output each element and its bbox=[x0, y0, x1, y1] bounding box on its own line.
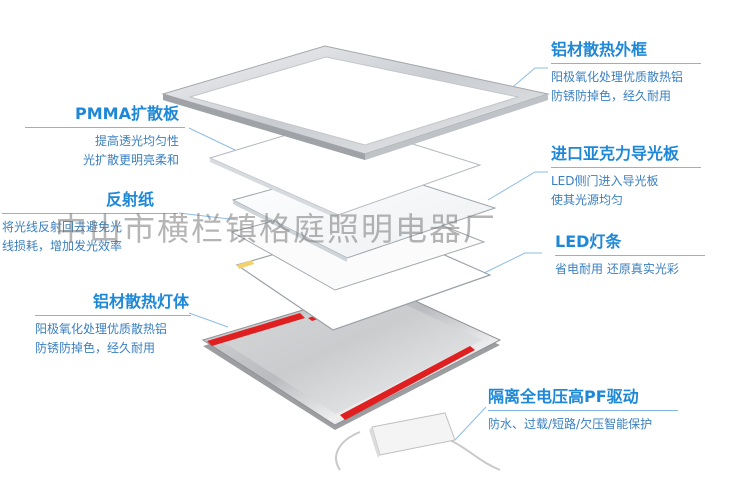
label-led: LED灯条 省电耐用 还原真实光彩 bbox=[555, 232, 705, 279]
label-body: 铝材散热灯体 阳极氧化处理优质散热铝 防锈防掉色，经久耐用 bbox=[35, 292, 191, 358]
label-pmma: PMMA扩散板 提高透光均匀性 光扩散更明亮柔和 bbox=[25, 104, 185, 170]
pmma-desc-1: 提高透光均匀性 bbox=[94, 134, 179, 148]
lgp-title: 进口亚克力导光板 bbox=[551, 144, 680, 163]
lgp-desc-1: LED侧门进入导光板 bbox=[551, 174, 659, 188]
aluminium-body-layer bbox=[201, 285, 502, 430]
led-strip-2 bbox=[340, 346, 475, 420]
lgp-desc-2: 使其光源均匀 bbox=[551, 193, 624, 207]
connector-lines bbox=[178, 67, 548, 441]
driver-desc-1: 防水、过载/短路/欠压智能保护 bbox=[488, 417, 653, 431]
pmma-title: PMMA扩散板 bbox=[75, 104, 179, 123]
led-desc-1: 省电耐用 还原真实光彩 bbox=[555, 262, 679, 276]
label-reflector: 反射纸 将光线反射回去避免光 线损耗，增加发光效率 bbox=[2, 190, 178, 256]
body-title: 铝材散热灯体 bbox=[92, 292, 189, 311]
frame-desc-1: 阳极氧化处理优质散热铝 bbox=[551, 70, 684, 84]
outer-frame-layer bbox=[161, 45, 550, 160]
reflector-title: 反射纸 bbox=[105, 190, 154, 209]
label-lgp: 进口亚克力导光板 LED侧门进入导光板 使其光源均匀 bbox=[551, 144, 701, 210]
frame-desc-2: 防锈防掉色，经久耐用 bbox=[551, 89, 672, 103]
body-desc-1: 阳极氧化处理优质散热铝 bbox=[35, 322, 168, 336]
driver-title: 隔离全电压高PF驱动 bbox=[488, 387, 639, 406]
reflector-desc-2: 线损耗，增加发光效率 bbox=[2, 239, 123, 253]
led-title: LED灯条 bbox=[555, 232, 622, 251]
frame-title: 铝材散热外框 bbox=[551, 40, 648, 59]
body-desc-2: 防锈防掉色，经久耐用 bbox=[35, 341, 156, 355]
label-frame: 铝材散热外框 阳极氧化处理优质散热铝 防锈防掉色，经久耐用 bbox=[551, 40, 701, 106]
pmma-desc-2: 光扩散更明亮柔和 bbox=[82, 153, 179, 167]
watermark-text: 中山市横栏镇格庭照明电器厂 bbox=[55, 210, 498, 248]
led-strip-1 bbox=[207, 313, 305, 346]
label-driver: 隔离全电压高PF驱动 防水、过载/短路/欠压智能保护 bbox=[488, 387, 678, 434]
reflector-desc-1: 将光线反射回去避免光 bbox=[2, 220, 123, 234]
driver-box bbox=[335, 412, 501, 471]
